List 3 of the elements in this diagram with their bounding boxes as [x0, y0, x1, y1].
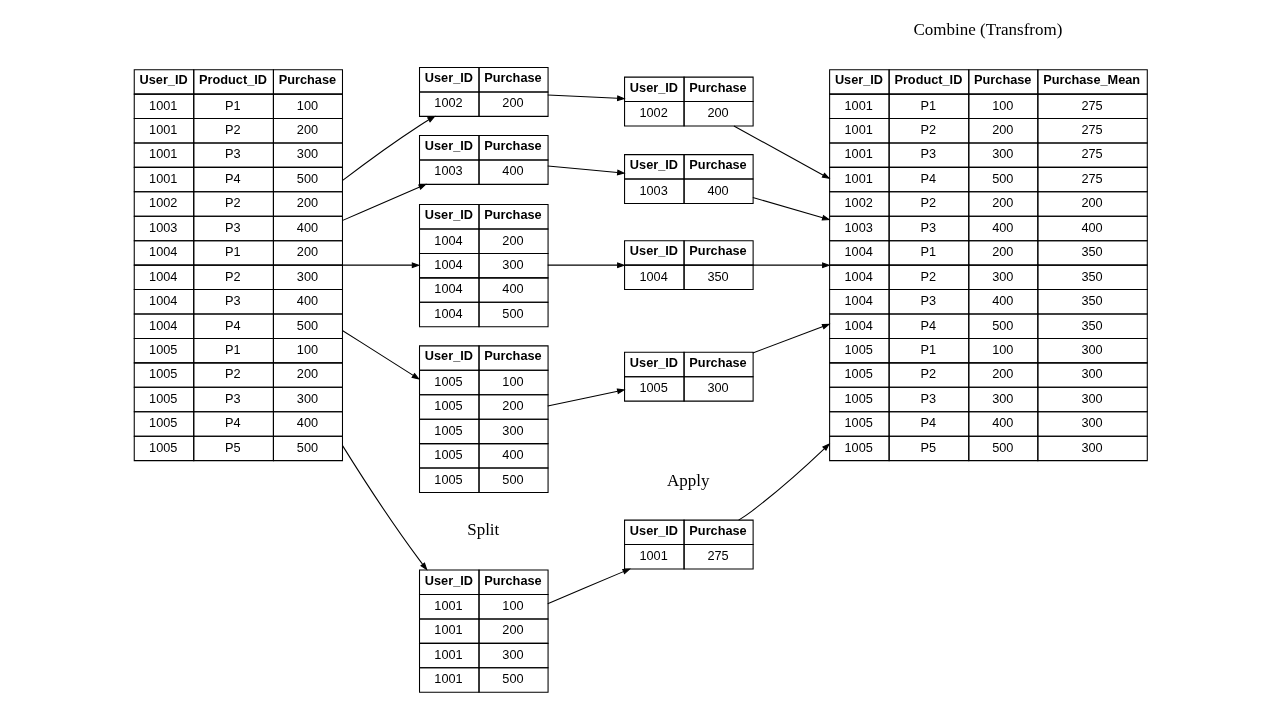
- label: Split: [467, 519, 500, 539]
- label: Combine (Transfrom): [913, 20, 1063, 40]
- label: Apply: [667, 470, 710, 490]
